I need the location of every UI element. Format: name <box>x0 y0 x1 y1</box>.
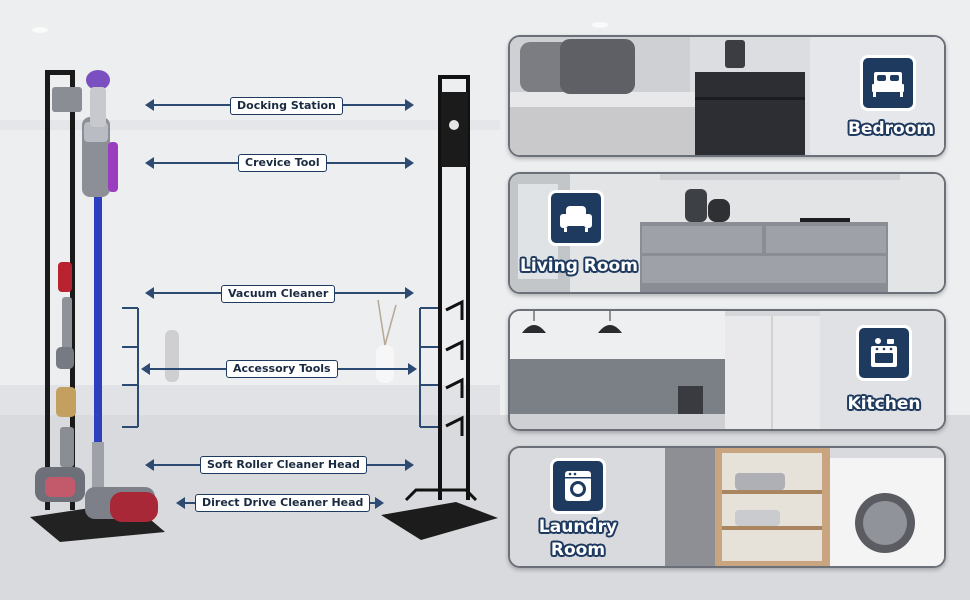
room-card-kitchen: Kitchen <box>508 309 946 431</box>
laundry-room-label: Laundry Room <box>528 516 628 562</box>
living-room-label: Living Room <box>520 256 638 276</box>
laundry-room-label-line2: Room <box>550 540 606 560</box>
empty-vacuum-stand <box>381 75 498 540</box>
direct-drive-label: Direct Drive Cleaner Head <box>195 494 371 512</box>
vacuum-stand-with-vacuum <box>30 70 165 542</box>
room-card-laundry-room: Laundry Room <box>508 446 946 568</box>
stove-icon <box>871 338 897 367</box>
docking-station-label: Docking Station <box>230 97 343 115</box>
soft-roller-label: Soft Roller Cleaner Head <box>200 456 367 474</box>
living-room-icon-box <box>548 190 604 246</box>
accessory-bracket-left <box>122 307 139 428</box>
bedroom-label: Bedroom <box>848 119 935 139</box>
armchair-icon <box>560 206 592 232</box>
kitchen-label: Kitchen <box>847 394 921 414</box>
room-card-bedroom: Bedroom <box>508 35 946 157</box>
accessory-tools-label: Accessory Tools <box>226 360 338 378</box>
room-card-living-room: Living Room <box>508 172 946 294</box>
laundry-room-label-line1: Laundry <box>538 517 618 537</box>
bed-icon <box>872 72 904 97</box>
crevice-tool-label: Crevice Tool <box>238 154 327 172</box>
accessory-bracket-right <box>419 307 438 428</box>
vacuum-cleaner-label: Vacuum Cleaner <box>221 285 336 303</box>
bedroom-icon-box <box>860 55 916 111</box>
washing-machine-icon <box>565 471 591 501</box>
kitchen-icon-box <box>856 325 912 381</box>
laundry-room-icon-box <box>550 458 606 514</box>
